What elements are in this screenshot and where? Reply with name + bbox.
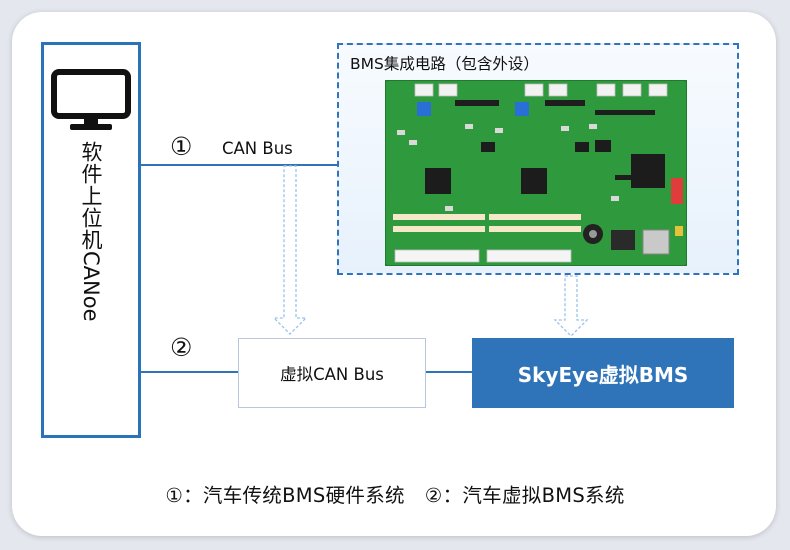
skyeye-label: SkyEye虚拟BMS xyxy=(517,362,689,387)
pc-label: 软件上位机CANoe xyxy=(79,141,103,322)
bms-frame-title: BMS集成电路（包含外设） xyxy=(350,55,539,73)
skyeye-virtual-bms-box: SkyEye虚拟BMS xyxy=(472,338,734,408)
can-bus-label: CAN Bus xyxy=(222,139,293,158)
pc-canoe-panel: 软件上位机CANoe xyxy=(41,42,141,438)
legend-item-1: ①：汽车传统BMS硬件系统 xyxy=(165,484,405,507)
legend-item-2: ②：汽车虚拟BMS系统 xyxy=(424,484,625,507)
down-arrow-bms xyxy=(553,275,589,337)
virtual-can-bus-box: 虚拟CAN Bus xyxy=(238,338,426,408)
legend: ①：汽车传统BMS硬件系统 ②：汽车虚拟BMS系统 xyxy=(0,479,790,508)
virtual-can-bus-label: 虚拟CAN Bus xyxy=(280,365,384,384)
marker-2: ② xyxy=(170,333,193,362)
marker-1: ① xyxy=(170,132,193,161)
down-arrow-can-bus xyxy=(272,165,308,335)
monitor-icon xyxy=(51,69,131,130)
circuit-board-image xyxy=(385,80,687,266)
